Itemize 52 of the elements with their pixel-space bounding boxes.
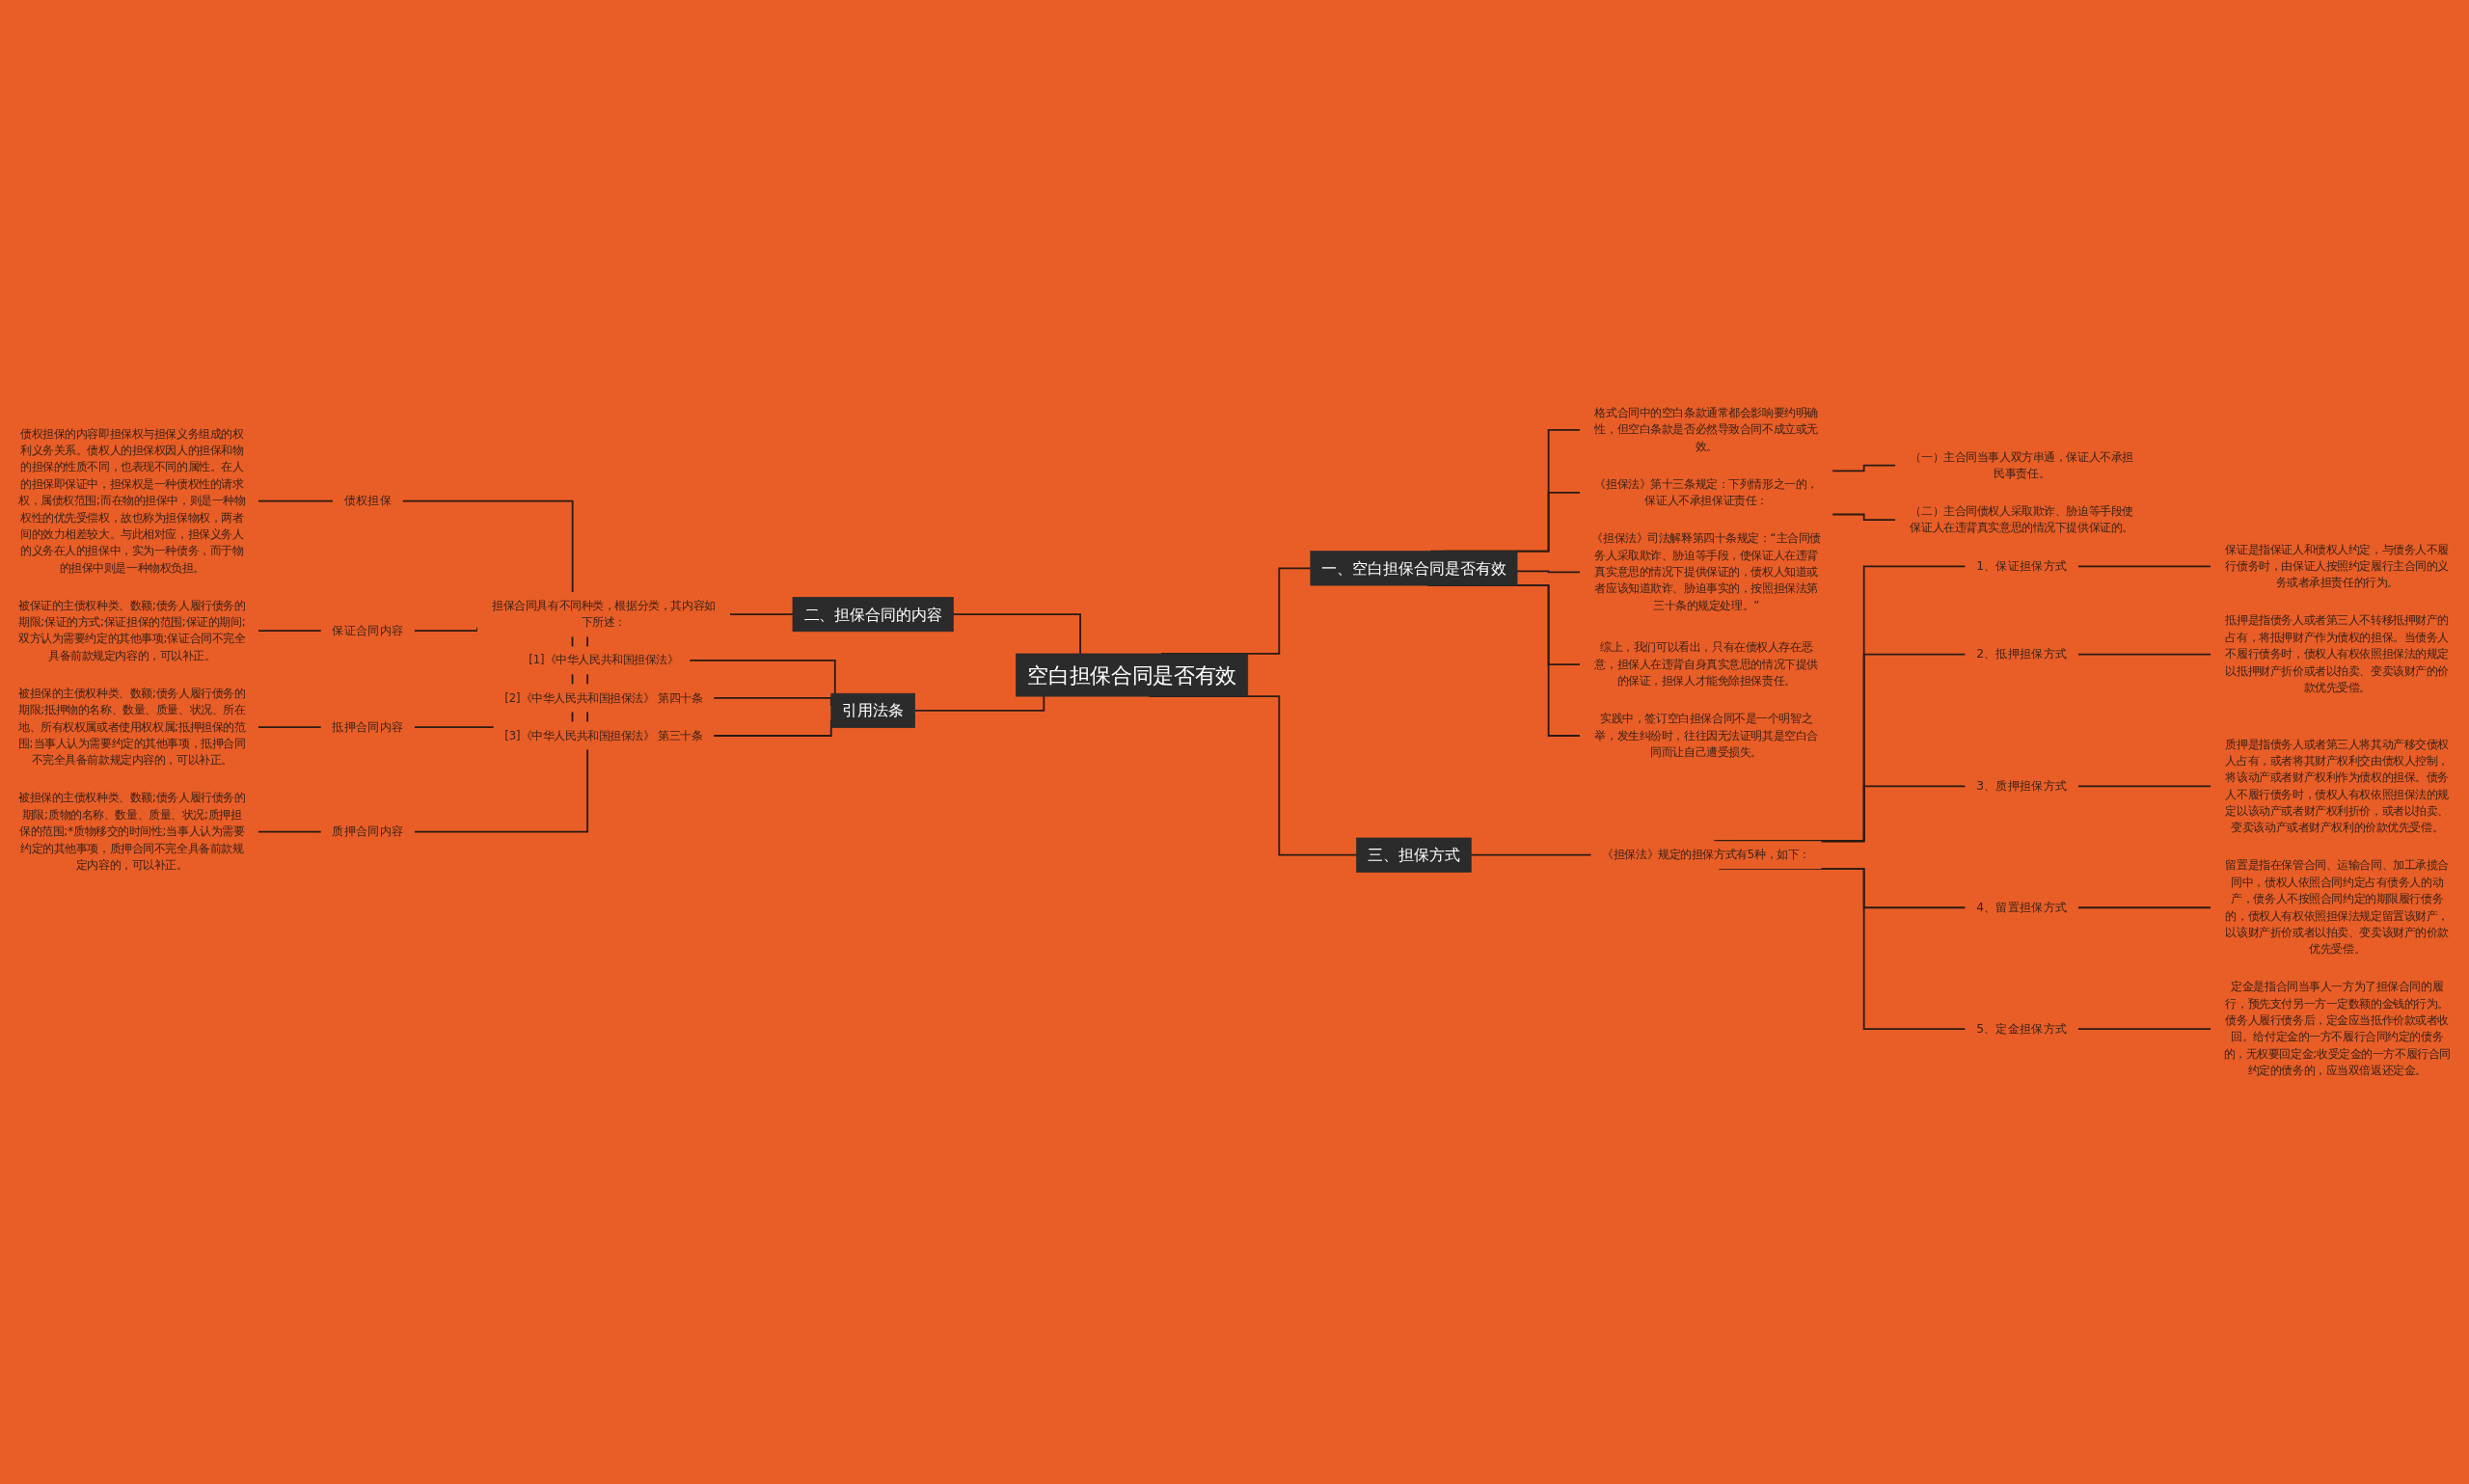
node-text: 综上，我们可以看出，只有在债权人存在恶意，担保人在违背自身真实意思的情况下提供的保证，担保人才能免除担保责任。 [1594, 640, 1818, 688]
connector [2076, 1028, 2212, 1031]
node-text: 留置是指在保管合同、运输合同、加工承揽合同中，债权人依照合同约定占有债务人的动产，债务人不按照合同约定的期限履行债务的，债权人有权依照担保法规定留置该财产，以该财产折价或者以拍卖、变卖该财产的价款优先受偿。 [2225, 858, 2450, 957]
node-text: （二）主合同债权人采取欺诈、胁迫等手段使保证人在违背真实意思的情况下提供保证的。 [1910, 504, 2133, 535]
node-text: 实践中，签订空白担保合同不是一个明智之举，发生纠纷时，往往因无法证明其是空白合同而让自己遭受损失。 [1594, 712, 1818, 759]
node-text: 质押是指债务人或者第三人将其动产移交债权人占有，或者将其财产权利交由债权人控制，将该动产或者财产权利作为债权的担保。债务人不履行债务时，债权人有权依照担保法的规定以该动产或者财产权利折价，或者以拍卖、变卖该动产或者财产权利的价款优先受偿。 [2225, 737, 2450, 835]
connector [401, 499, 574, 593]
node-text: 保证合同内容 [332, 623, 404, 637]
node-box: 空白担保合同是否有效 [1016, 653, 1249, 697]
node-text: 《担保法》司法解释第四十条规定：“主合同债务人采取欺诈、胁迫等手段，使保证人在违背真实意思的情况下提供保证的，债权人知道或者应该知道欺诈、胁迫事实的，按照担保法第三十条的规定处理。” [1591, 531, 1821, 612]
connector [2076, 906, 2212, 909]
node-text: 2、抵押担保方式 [1976, 646, 2068, 661]
connector [1831, 464, 1897, 472]
node-text: 1、保证担保方式 [1976, 558, 2068, 574]
connector [1716, 653, 1967, 843]
node-text: 5、定金担保方式 [1976, 1021, 2068, 1036]
node-text: 债权担保的内容即担保权与担保义务组成的权利义务关系。债权人的担保权因人的担保和物的担保的性质不同，也表现不同的属性。在人的担保即保证中，担保权是一种债权性的请求权，属债权范围;而在物的担保中，则是一种物权性的优先受偿权，故也称为担保物权，两者间的效力相差较大。与此相对应，担保义务人的义务在人的担保中，实为一种债务，而于物的担保中则是一种物权负担。 [18, 426, 246, 575]
connector [257, 726, 322, 728]
node-text: 定金是指合同当事人一方为了担保合同的履行，预先支付另一方一定数额的金钱的行为。债务人履行债务后，定金应当抵作价款或者收回。给付定金的一方不履行合同约定的债务的，无权要回定金;收受定金的一方不履行合同约定的债务的，应当双倍返还定金。 [2223, 980, 2451, 1078]
connector [1737, 785, 1967, 843]
connector [2076, 653, 2212, 656]
connector [728, 613, 794, 615]
node-text: 被保证的主债权种类、数额;债务人履行债务的期限;保证的方式;保证担保的范围;保证的期间;双方认为需要约定的其他事项;保证合同不完全具备前款规定内容的，可以补正。 [17, 598, 246, 662]
connector [1470, 853, 1592, 856]
connector [2076, 565, 2212, 568]
node-text: 抵押是指债务人或者第三人不转移抵押财产的占有，将抵押财产作为债权的担保。当债务人不履行债务时，债权人有权依照担保法的规定以抵押财产折价或者以拍卖、变卖该财产的价款优先受偿。 [2225, 613, 2450, 694]
node-text: （一）主合同当事人双方串通，保证人不承担民事责任。 [1910, 449, 2133, 480]
node-text: 被担保的主债权种类、数额;债务人履行债务的期限;抵押物的名称、数量、质量、状况、所在地、所有权权属或者使用权权属;抵押担保的范围;当事人认为需要约定的其他事项，抵押合同不完全具备前款规定内容的，可以补正。 [18, 687, 246, 768]
node-text: 质押合同内容 [332, 823, 404, 839]
node-text: 被担保的主债权种类、数额;债务人履行债务的期限;质物的名称、数量、质量、状况;质押担保的范围;*质物移交的时间性;当事人认为需要约定的其他事项，质押合同不完全具备前款规定内容的，可以补正。 [18, 791, 246, 872]
connector [952, 613, 1081, 655]
node-text: 《担保法》第十三条规定：下列情形之一的，保证人不承担保证责任： [1594, 476, 1818, 508]
node-text: 担保合同具有不同种类，根据分类，其内容如下所述： [492, 599, 716, 630]
node-text: 抵押合同内容 [332, 719, 404, 734]
node-text: 债权担保 [343, 493, 392, 508]
connector [1713, 565, 1967, 843]
node-text: 格式合同中的空白条款通常都会影响要约明确性，但空白条款是否必然导致合同不成立或无效。 [1594, 406, 1818, 453]
connector [2076, 785, 2212, 788]
connector [1516, 570, 1582, 574]
connector [257, 499, 335, 502]
connector [913, 695, 1045, 712]
node-box: 一、空白担保合同是否有效 [1310, 551, 1518, 586]
node-text: 4、留置担保方式 [1976, 900, 2068, 914]
node-text: 3、质押担保方式 [1976, 778, 2068, 794]
connector [257, 830, 322, 833]
node-box: 二、担保合同的内容 [792, 597, 954, 633]
node-box: 引用法条 [830, 692, 915, 729]
node-box: 三、担保方式 [1356, 837, 1472, 873]
connector [1831, 513, 1897, 522]
connector [257, 630, 322, 633]
node-text: 保证是指保证人和债权人约定，与债务人不履行债务时，由保证人按照约定履行主合同的义务或者承担责任的行为。 [2225, 542, 2450, 590]
connector [689, 659, 836, 695]
